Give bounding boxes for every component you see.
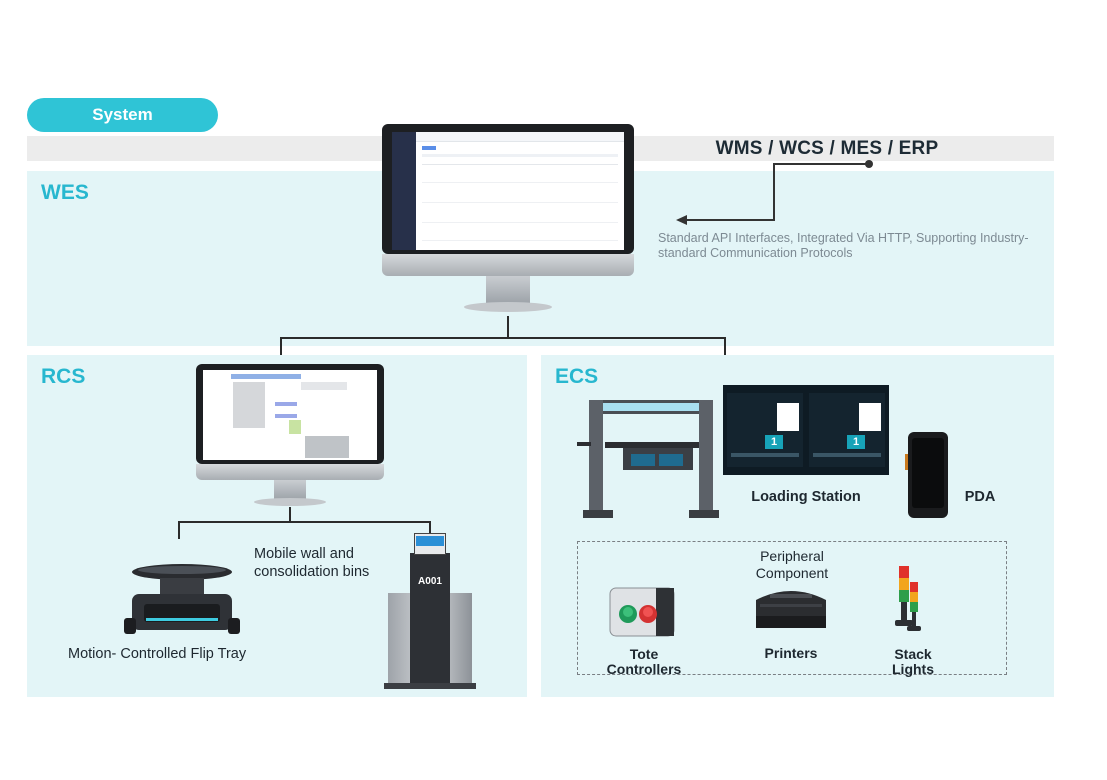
rcs-label: RCS	[41, 365, 86, 388]
flip-tray-caption: Motion- Controlled Flip Tray	[68, 646, 247, 662]
pda-caption: PDA	[964, 489, 996, 505]
stack-light-secondary	[907, 582, 921, 631]
loading-station-screen: 1 1	[723, 385, 889, 475]
flip-tray-robot	[124, 564, 240, 634]
stack-light	[895, 566, 913, 626]
upstream-systems-title: WMS / WCS / MES / ERP	[715, 137, 939, 159]
api-connector	[676, 160, 873, 225]
wes-monitor	[382, 124, 634, 316]
tote-controllers-caption: Tote Controllers	[606, 646, 682, 677]
station-count-left: 1	[765, 435, 783, 449]
wes-screen	[392, 132, 624, 250]
stack-lights-caption: Stack Lights	[892, 646, 934, 677]
printers-caption: Printers	[764, 645, 818, 661]
pda-device	[905, 432, 948, 518]
rcs-monitor	[196, 364, 384, 512]
station-count-right: 1	[847, 435, 865, 449]
system-pill: System	[27, 98, 218, 132]
system-label: System	[92, 105, 153, 124]
peripheral-box	[577, 541, 1007, 675]
tote-controller	[609, 587, 675, 637]
api-description: Standard API Interfaces, Integrated Via …	[658, 231, 1029, 260]
loading-station-caption: Loading Station	[751, 489, 861, 505]
rcs-screen	[203, 370, 377, 460]
mobile-wall-robot: A001	[382, 533, 478, 691]
ecs-label: ECS	[555, 365, 599, 388]
printer	[756, 591, 826, 628]
mobile-wall-caption: Mobile wall and consolidation bins	[254, 546, 370, 580]
loading-gantry	[577, 400, 719, 518]
peripheral-caption: Peripheral Component	[755, 548, 829, 581]
wes-label: WES	[41, 181, 89, 204]
robot-tag: A001	[418, 575, 442, 587]
